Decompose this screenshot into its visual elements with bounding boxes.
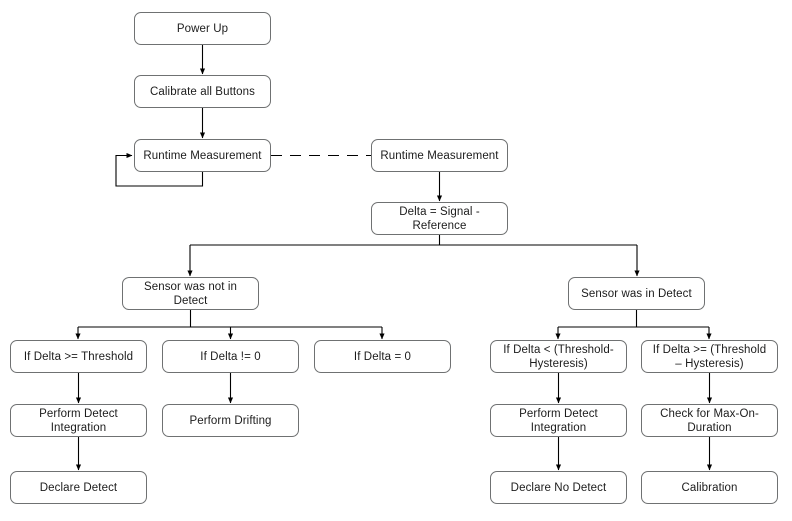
node-label: Sensor was not in Detect [143,280,238,307]
node-declare-no-detect[interactable]: Declare No Detect [490,471,627,504]
node-runtime-measurement-right[interactable]: Runtime Measurement [371,139,508,172]
node-if-delta-eq-zero[interactable]: If Delta = 0 [314,340,451,373]
node-power-up[interactable]: Power Up [134,12,271,45]
node-label: Calibration [681,481,738,494]
node-label: Perform Detect Integration [519,407,598,434]
node-if-delta-ne-zero[interactable]: If Delta != 0 [162,340,299,373]
node-label: Power Up [176,22,229,35]
node-calibrate-all-buttons[interactable]: Calibrate all Buttons [134,75,271,108]
node-label: Runtime Measurement [380,149,499,162]
node-label: Declare Detect [39,481,118,494]
node-label: Calibrate all Buttons [149,85,256,98]
node-perform-detect-integration-left[interactable]: Perform Detect Integration [10,404,147,437]
node-runtime-measurement-left[interactable]: Runtime Measurement [134,139,271,172]
node-label: If Delta >= Threshold [23,350,134,363]
node-label: Delta = Signal - Reference [399,205,480,232]
node-label: Check for Max-On- Duration [660,407,759,434]
node-perform-drifting[interactable]: Perform Drifting [162,404,299,437]
node-label: If Delta < (Threshold- Hysteresis) [503,343,614,370]
node-label: Perform Drifting [189,414,272,427]
node-if-delta-ge-threshold-hysteresis[interactable]: If Delta >= (Threshold – Hysteresis) [641,340,778,373]
node-label: Perform Detect Integration [39,407,118,434]
node-sensor-was-in-detect[interactable]: Sensor was in Detect [568,277,705,310]
node-check-for-max-on-duration[interactable]: Check for Max-On- Duration [641,404,778,437]
node-label: If Delta >= (Threshold – Hysteresis) [652,343,767,370]
node-if-delta-lt-threshold-hysteresis[interactable]: If Delta < (Threshold- Hysteresis) [490,340,627,373]
node-delta-signal-reference[interactable]: Delta = Signal - Reference [371,202,508,235]
node-label: Declare No Detect [510,481,607,494]
node-declare-detect[interactable]: Declare Detect [10,471,147,504]
node-label: If Delta != 0 [200,350,261,363]
node-if-delta-ge-threshold[interactable]: If Delta >= Threshold [10,340,147,373]
node-calibration[interactable]: Calibration [641,471,778,504]
node-sensor-was-not-in-detect[interactable]: Sensor was not in Detect [122,277,259,310]
node-label: Runtime Measurement [143,149,262,162]
node-label: If Delta = 0 [353,350,412,363]
node-label: Sensor was in Detect [581,287,692,300]
node-perform-detect-integration-right[interactable]: Perform Detect Integration [490,404,627,437]
